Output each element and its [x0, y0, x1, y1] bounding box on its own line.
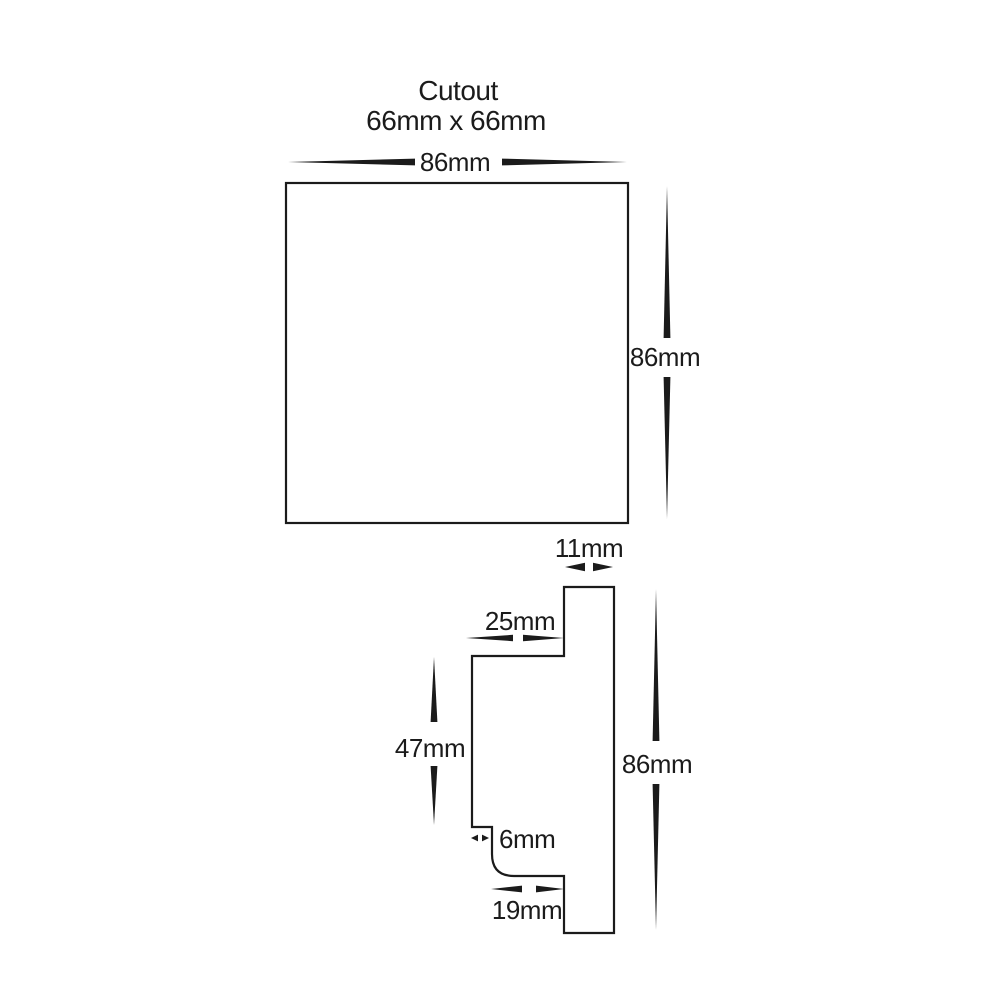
dim-arrow-left-icon [466, 634, 513, 642]
dim-arrow-right-icon [482, 834, 489, 842]
side-lower-inset-label: 19mm [492, 895, 562, 925]
side-body-height-label: 47mm [395, 733, 465, 763]
dim-arrow-down-icon [663, 377, 671, 519]
side-overall-height-label: 86mm [622, 749, 692, 779]
dim-arrow-up-icon [652, 589, 660, 741]
dim-arrow-left-icon [491, 885, 522, 893]
dim-arrow-left-icon [565, 562, 585, 572]
side-upper-inset-label: 25mm [485, 606, 555, 636]
title-cutout-size: 66mm x 66mm [366, 105, 546, 136]
side-depth-label: 11mm [555, 533, 623, 563]
dim-arrow-left-icon [288, 158, 415, 166]
front-width-label: 86mm [420, 147, 490, 177]
dim-arrow-right-icon [536, 885, 564, 893]
dim-arrow-right-icon [593, 562, 613, 572]
title-cutout: Cutout [418, 75, 498, 106]
side-step-label: 6mm [499, 824, 555, 854]
dim-arrow-right-icon [502, 158, 627, 166]
front-height-label: 86mm [630, 342, 700, 372]
dim-arrow-up-icon [663, 186, 671, 338]
side-profile-outline [470, 585, 616, 935]
dim-arrow-up-icon [430, 657, 438, 722]
dim-arrow-right-icon [523, 634, 564, 642]
dim-arrow-down-icon [652, 784, 660, 930]
dim-arrow-left-icon [471, 834, 478, 842]
front-view-square [284, 181, 630, 525]
dim-arrow-down-icon [430, 766, 438, 825]
